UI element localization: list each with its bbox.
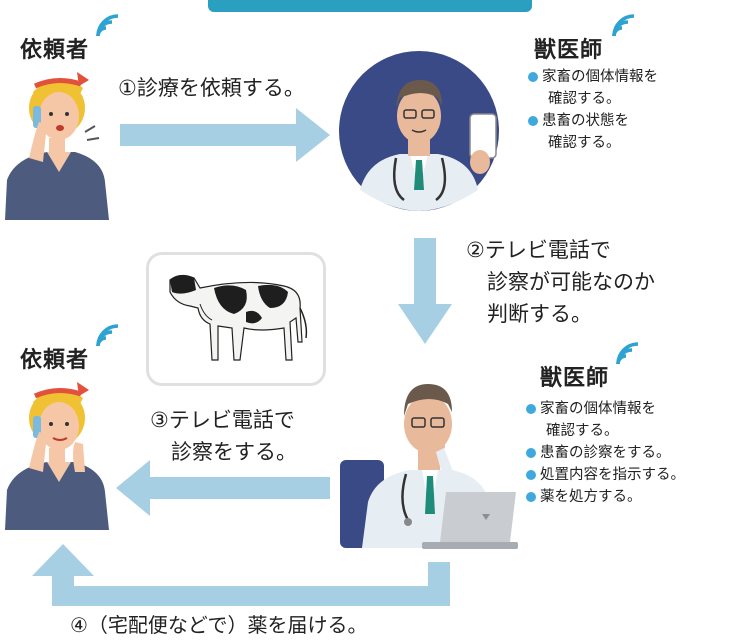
step4-text: ④（宅配便などで）薬を届ける。 [70,613,368,637]
requester-on-phone-icon [5,382,109,530]
cow-frame [146,252,326,386]
header-bar [208,0,532,12]
vet-bottom-bullets: 家畜の個体情報を 確認する。 患畜の診察をする。 処置内容を指示する。 薬を処方… [526,398,685,508]
bullet-item-continuation: 確認する。 [548,135,621,151]
signal-icon [616,342,639,365]
step3-text: ③テレビ電話で 診察をする。 [150,408,297,464]
vet-top-bullets: 家畜の個体情報を 確認する。 患畜の状態を 確認する。 [528,66,658,154]
arrow-step1-icon [120,108,330,162]
bullet-item: 薬を処方する。 [526,486,685,508]
bullet-item-continuation: 確認する。 [546,423,619,439]
vet-at-laptop-icon [340,384,518,549]
arrow-step2-icon [398,238,452,344]
step2-text: ②テレビ電話で 診察が可能なのか 判断する。 [466,238,655,326]
vet-with-smartphone-icon [339,51,499,211]
cow-icon [169,274,308,361]
arrow-step3-icon [116,460,330,516]
signal-icon [96,14,119,37]
requester-bottom-label: 依頼者 [20,348,90,373]
signal-icon [612,14,635,37]
requester-top-label: 依頼者 [20,38,90,63]
step1-text: ①診療を依頼する。 [118,76,305,100]
bullet-item: 処置内容を指示する。 [526,464,685,486]
bullet-item: 家畜の個体情報を [526,398,685,420]
bullet-item-continuation: 確認する。 [548,91,621,107]
arrow-step4-icon [32,544,450,606]
requester-on-phone-icon [5,72,109,220]
vet-bottom-label: 獣医師 [540,366,610,391]
bullet-item: 患畜の状態を [528,110,658,132]
signal-icon [96,324,119,347]
vet-top-label: 獣医師 [534,38,604,63]
bullet-item: 家畜の個体情報を [528,66,658,88]
bullet-item: 患畜の診察をする。 [526,442,685,464]
